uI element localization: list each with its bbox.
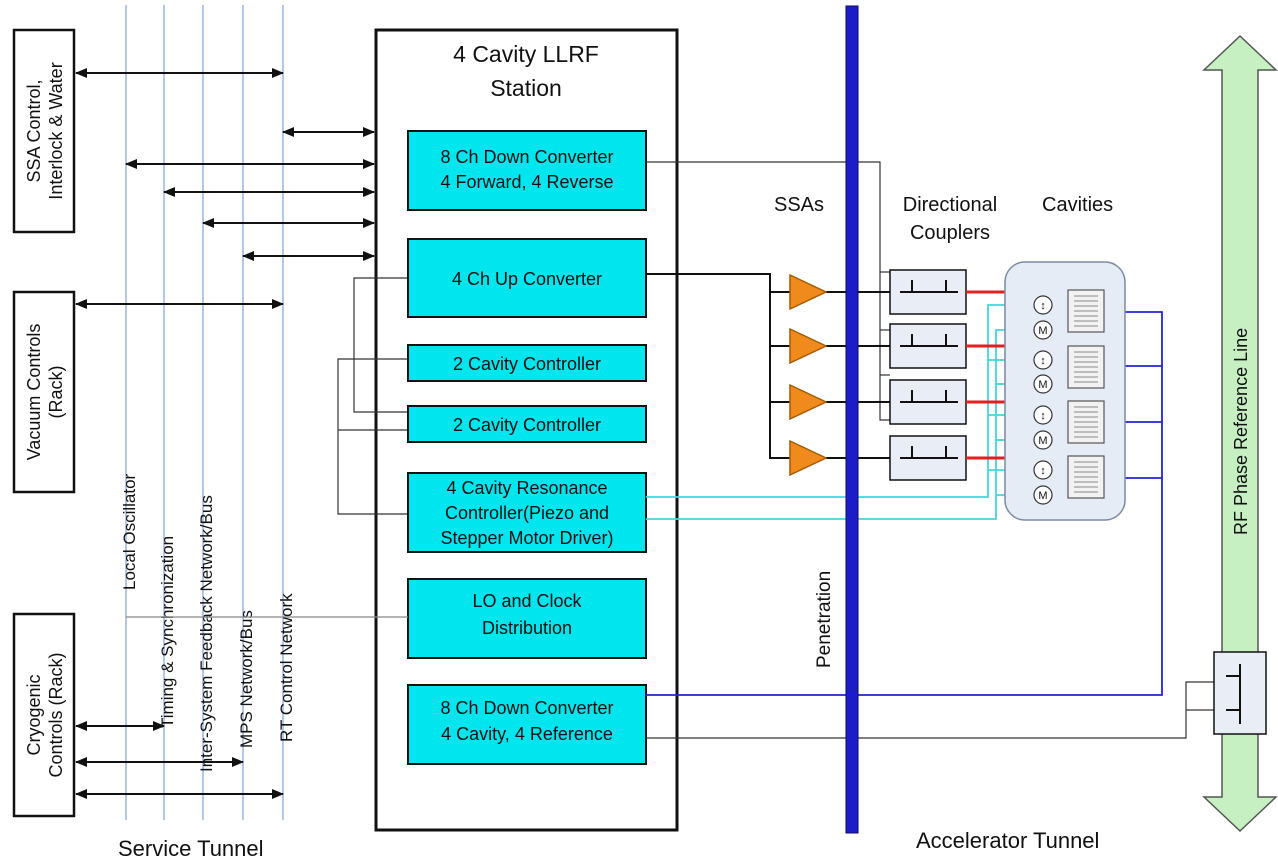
cavity-3: ↕ M <box>1033 400 1105 450</box>
coupler-3 <box>889 379 967 425</box>
cryo-label-1: Cryogenic <box>24 674 44 755</box>
resonance-controller: 4 Cavity Resonance Controller(Piezo and … <box>407 472 647 553</box>
down-converter-reference: 8 Ch Down Converter 4 Cavity, 4 Referenc… <box>407 684 647 765</box>
cavity-controller-b-label: 2 Cavity Controller <box>453 415 601 435</box>
piezo-icon <box>1033 405 1053 425</box>
dc-fwd-line2: 4 Forward, 4 Reverse <box>440 172 613 192</box>
penetration-label: Penetration <box>814 571 835 668</box>
piezo-icon <box>1033 350 1053 370</box>
svg-text:↕: ↕ <box>1040 355 1046 367</box>
cryogenic-controls-box: Cryogenic Controls (Rack) <box>12 612 76 818</box>
piezo-icon <box>1033 460 1053 480</box>
up-converter-label: 4 Ch Up Converter <box>452 269 602 289</box>
service-buses <box>125 5 284 820</box>
dc-ref-line1: 8 Ch Down Converter <box>440 698 613 718</box>
svg-text:↕: ↕ <box>1040 465 1046 477</box>
lo-clock-line2: Distribution <box>482 618 572 638</box>
ssa-amp-1 <box>789 273 828 311</box>
bus-label-mps: MPS Network/Bus <box>237 610 256 748</box>
coupler-4 <box>889 435 967 481</box>
lo-clock-distribution: LO and Clock Distribution <box>407 578 647 659</box>
bus-label-feedback: Inter-System Feedback Network/Bus <box>197 495 216 772</box>
motor-icon <box>1033 430 1053 450</box>
penetration-wall <box>845 5 859 834</box>
directional-couplers <box>889 269 967 481</box>
rf-phase-label: RF Phase Reference Line <box>1231 328 1251 535</box>
cavity-controller-a: 2 Cavity Controller <box>407 344 647 382</box>
coupler-1 <box>889 269 967 315</box>
up-converter: 4 Ch Up Converter <box>407 238 647 318</box>
cavity-1: ↕ M <box>1033 289 1105 340</box>
couplers-label-1: Directional <box>903 194 997 216</box>
cavity-controller-b: 2 Cavity Controller <box>407 405 647 443</box>
accelerator-tunnel-label: Accelerator Tunnel <box>916 828 1099 853</box>
motor-symbol: M <box>1038 325 1047 337</box>
svg-text:↕: ↕ <box>1040 410 1046 422</box>
resonance-line1: 4 Cavity Resonance <box>446 478 607 498</box>
vacuum-controls-box: Vacuum Controls (Rack) <box>12 290 76 494</box>
ssa-control-label-2: Interlock & Water <box>46 62 66 199</box>
motor-icon <box>1033 374 1053 394</box>
down-converter-forward: 8 Ch Down Converter 4 Forward, 4 Reverse <box>407 130 647 211</box>
service-tunnel-label: Service Tunnel <box>118 836 264 861</box>
vacuum-label-1: Vacuum Controls <box>24 324 44 461</box>
motor-symbol: M <box>1038 379 1047 391</box>
motor-icon <box>1033 320 1053 340</box>
lo-clock-line1: LO and Clock <box>472 591 582 611</box>
rf-phase-reference-line: RF Phase Reference Line <box>1202 34 1278 833</box>
dc-fwd-line1: 8 Ch Down Converter <box>440 147 613 167</box>
cavities-label: Cavities <box>1042 194 1113 216</box>
motor-symbol: M <box>1038 490 1047 502</box>
internal-wiring <box>337 277 408 515</box>
cavity-group <box>1004 261 1126 521</box>
piezo-icon <box>1033 295 1053 315</box>
motor-symbol: M <box>1038 435 1047 447</box>
cryo-label-2: Controls (Rack) <box>46 652 66 777</box>
vacuum-label-2: (Rack) <box>46 366 66 419</box>
ssa-amp-3 <box>789 383 828 421</box>
cavity-2: ↕ M <box>1033 345 1105 394</box>
ssa-control-label-1: SSA Control, <box>24 79 44 182</box>
bus-label-rt-control: RT Control Network <box>277 593 296 742</box>
cavity-controller-a-label: 2 Cavity Controller <box>453 354 601 374</box>
cavity-4: ↕ M <box>1033 455 1105 505</box>
bus-label-timing: Timing & Synchronization <box>158 536 177 728</box>
ssa-amp-4 <box>789 439 828 477</box>
bus-label-local-oscillator: Local Oscillator <box>120 473 139 590</box>
svg-text:↕: ↕ <box>1040 300 1046 312</box>
dc-ref-line2: 4 Cavity, 4 Reference <box>441 724 613 744</box>
ssas-label: SSAs <box>774 194 824 216</box>
ssa-amplifiers <box>789 273 828 477</box>
ssa-control-box: SSA Control, Interlock & Water <box>12 28 76 234</box>
couplers-label-2: Couplers <box>910 222 990 244</box>
service-arrows <box>75 68 375 799</box>
llrf-title-line2: Station <box>490 75 562 101</box>
resonance-line2: Controller(Piezo and <box>445 503 609 523</box>
ssa-amp-2 <box>789 327 828 365</box>
llrf-title-line1: 4 Cavity LLRF <box>453 41 599 67</box>
coupler-2 <box>889 323 967 369</box>
motor-icon <box>1033 485 1053 505</box>
resonance-line3: Stepper Motor Driver) <box>440 528 613 548</box>
